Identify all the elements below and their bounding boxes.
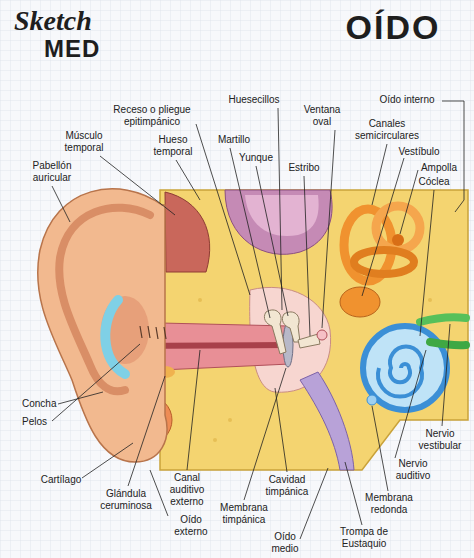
part-label: Cartílago (36, 474, 86, 486)
recess-inner (245, 195, 319, 236)
leader-lines (52, 101, 464, 539)
logo-script: Sketch (14, 6, 124, 36)
epitympanic-recess (225, 190, 332, 254)
vestibular-nerve (420, 317, 466, 322)
cochlea-spiral (378, 346, 422, 396)
part-label: Membrana redonda (360, 492, 418, 516)
part-label: Yunque (236, 152, 276, 164)
part-label: Vestíbulo (394, 146, 444, 158)
part-label: Canal auditivo externo (160, 472, 214, 508)
part-label: Martillo (214, 134, 254, 146)
part-label: Nervio auditivo (388, 458, 438, 482)
part-label: Nervio vestibular (414, 428, 466, 452)
part-label: Oído externo (166, 514, 216, 538)
oval-window (317, 330, 327, 340)
vestibule (340, 287, 380, 317)
part-label: Pabellón auricular (24, 160, 80, 184)
semicircular-canal (354, 250, 414, 274)
logo-word: MED (44, 36, 124, 62)
part-label: Huesecillos (226, 94, 282, 106)
part-label: Concha (22, 398, 62, 410)
eustachian-tube (300, 372, 354, 470)
pinna (38, 189, 167, 462)
incus (282, 312, 300, 342)
round-window (367, 395, 377, 405)
part-label: Receso o pliegue epitimpánico (108, 104, 196, 128)
part-label: Cóclea (414, 176, 454, 188)
part-label: Ampolla (416, 162, 462, 174)
part-label: Músculo temporal (56, 130, 112, 154)
part-label: Oído interno (372, 94, 442, 106)
ampulla (392, 234, 404, 246)
canal-cartilage (105, 300, 125, 374)
part-label: Ventana oval (300, 104, 344, 128)
cochlea (363, 326, 447, 410)
part-label: Oído medio (260, 531, 310, 555)
part-label: Glándula ceruminosa (98, 488, 154, 512)
title: OÍDO (318, 8, 468, 46)
part-label: Trompa de Eustaquio (334, 526, 394, 550)
helix-fold (59, 208, 150, 392)
hairs (140, 326, 166, 339)
part-label: Cavidad timpánica (262, 474, 312, 498)
part-label: Membrana timpánica (216, 502, 272, 526)
part-label: Canales semicirculares (352, 118, 422, 142)
temporal-muscle (165, 192, 210, 272)
part-label: Estribo (284, 162, 324, 174)
part-label: Hueso temporal (150, 134, 196, 158)
part-label: Pelos (22, 416, 62, 428)
